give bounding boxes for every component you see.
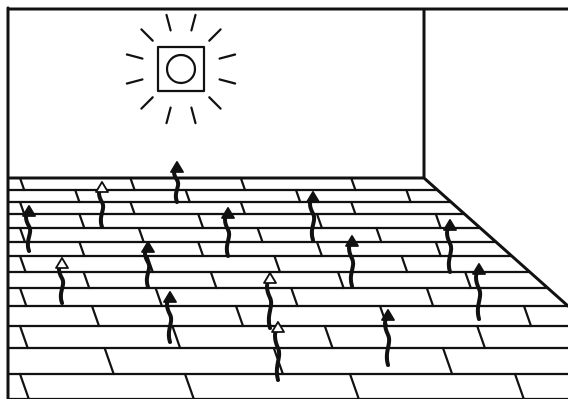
room-diagram (0, 0, 568, 399)
